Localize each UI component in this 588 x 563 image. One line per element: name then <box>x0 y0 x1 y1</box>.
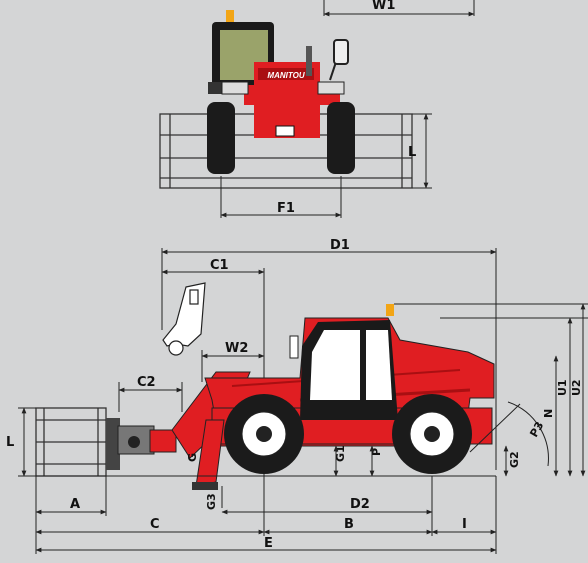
l-side-dimension <box>18 407 36 477</box>
stabiliser-leg <box>192 419 225 490</box>
w2-dimension <box>201 350 265 382</box>
e-label: E <box>264 536 273 551</box>
side-view: D1 C1 W2 C2 <box>6 238 588 554</box>
a-label: A <box>70 497 80 512</box>
side-cab <box>289 304 398 420</box>
c1-label: C1 <box>210 258 229 273</box>
height-dimensions <box>394 303 588 477</box>
l-front-label: L <box>408 145 416 160</box>
c-label: C <box>150 517 160 532</box>
f1-label: F1 <box>277 201 295 216</box>
g3-label: G3 <box>205 493 218 510</box>
g2-label: G2 <box>508 451 521 468</box>
front-view: W1 MANITOU <box>159 0 475 218</box>
side-mirror-icon <box>289 335 299 359</box>
l-side-label: L <box>6 435 14 450</box>
u1-label: U1 <box>556 379 569 396</box>
front-tyre-right <box>327 102 355 174</box>
u2-label: U2 <box>570 379 583 396</box>
n-label: N <box>542 409 555 418</box>
g-label: G <box>186 453 199 462</box>
p-label: P <box>370 448 383 456</box>
i-label: I <box>462 517 467 532</box>
quick-coupler <box>106 418 177 470</box>
p3-label: P3 <box>527 419 546 439</box>
w2-label: W2 <box>225 341 248 356</box>
clearance-dimensions <box>221 445 509 508</box>
c2-dimension <box>118 382 183 412</box>
c2-label: C2 <box>137 375 156 390</box>
fork-cage <box>35 407 107 477</box>
front-tyre-left <box>207 102 235 174</box>
beacon-icon <box>226 10 234 22</box>
exhaust-pipe <box>306 46 312 76</box>
b-label: B <box>344 517 354 532</box>
d1-label: D1 <box>330 238 350 253</box>
w1-dimension <box>323 0 475 17</box>
side-beacon-icon <box>386 304 394 316</box>
mirror-icon <box>329 39 349 81</box>
d2-label: D2 <box>350 497 370 512</box>
rear-wheel <box>392 394 472 474</box>
raised-carriage <box>162 282 206 356</box>
d1-dimension <box>161 248 497 470</box>
f1-dimension <box>220 176 342 218</box>
bottom-dimensions <box>35 476 497 554</box>
front-wheel <box>224 394 304 474</box>
l-front-dimension <box>412 113 432 189</box>
departure-angle <box>469 401 549 467</box>
manitou-logo: MANITOU <box>267 71 304 80</box>
w1-label: W1 <box>372 0 395 13</box>
